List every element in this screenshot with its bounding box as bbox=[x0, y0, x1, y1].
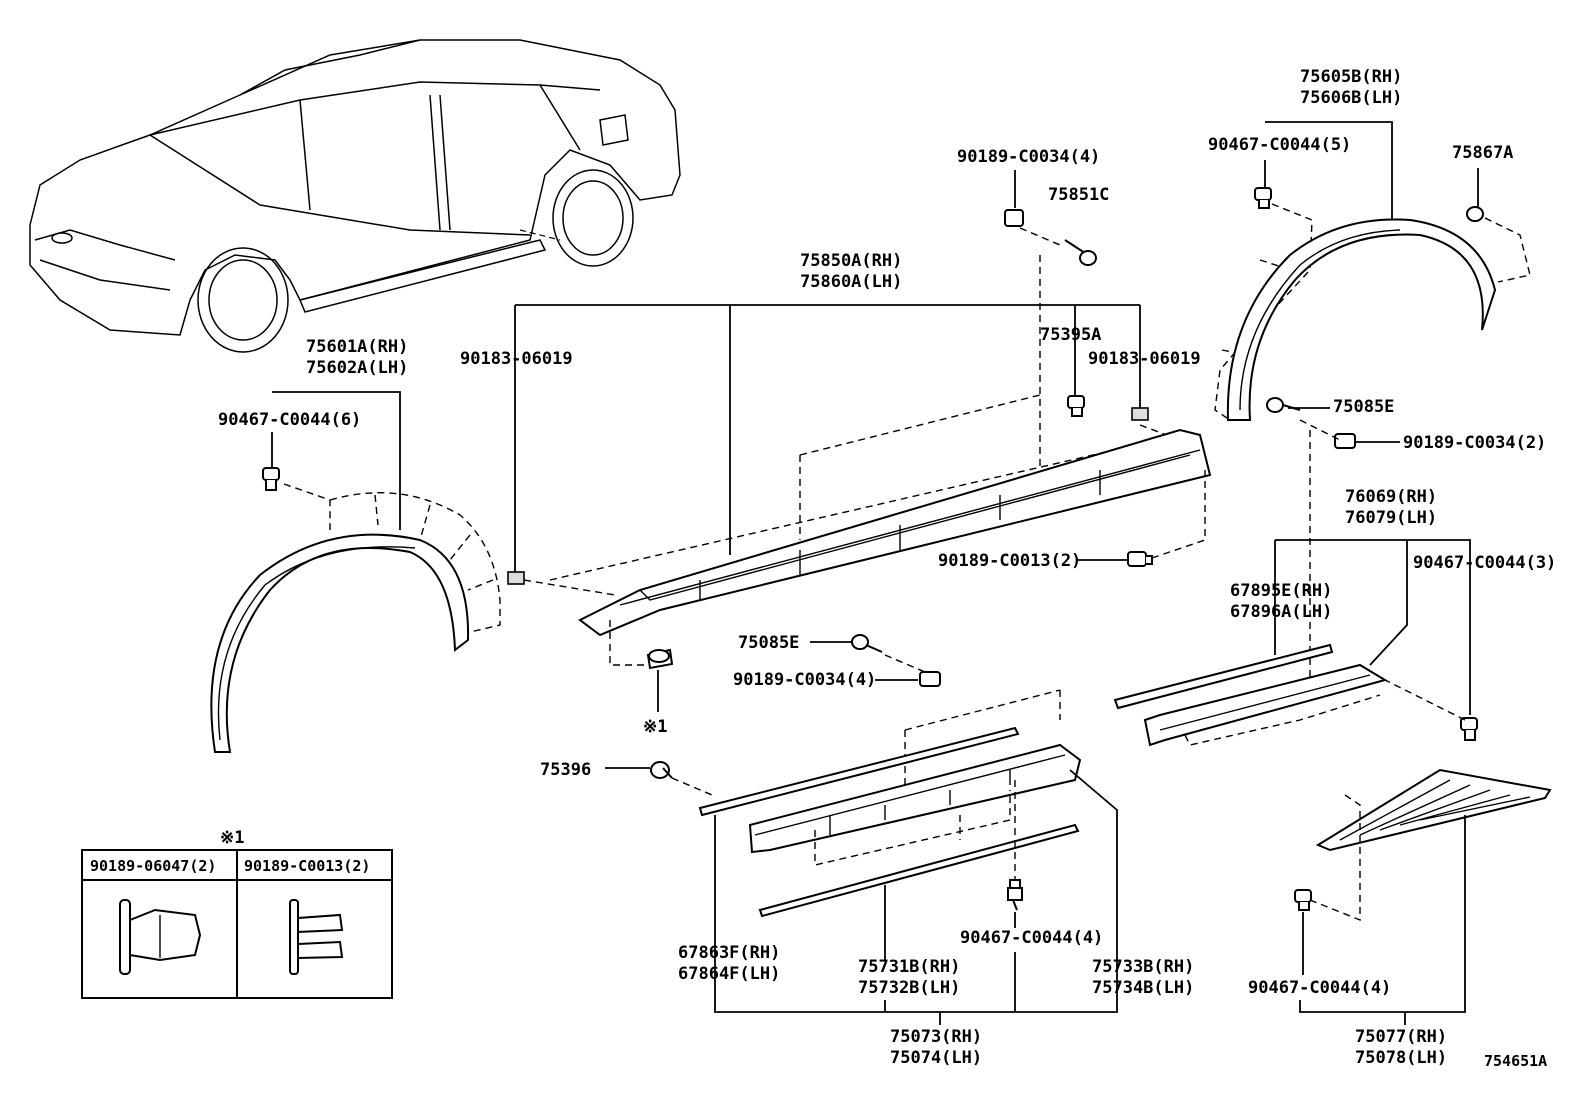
front-arch-lh-label: 75602A(LH) bbox=[306, 358, 408, 378]
rocker-bottom-clip-icon bbox=[1127, 551, 1153, 567]
rear-arch-clip-label: 90467-C0044(5) bbox=[1208, 135, 1351, 155]
door-strip-c-rh-label: 75733B(RH) bbox=[1092, 957, 1194, 977]
rear-screw-icon bbox=[1266, 397, 1301, 413]
rear-lower-clip-label: 90467-C0044(3) bbox=[1413, 553, 1556, 573]
rocker-note-mark: ※1 bbox=[643, 717, 667, 737]
rear-lower-strip-part bbox=[1113, 643, 1334, 710]
rocker-fastener-label: 75395A bbox=[1040, 325, 1101, 345]
rear-arch-lh-label: 75606B(LH) bbox=[1300, 88, 1402, 108]
rear-nut-clip-label: 90189-C0034(2) bbox=[1403, 433, 1546, 453]
rear-lower-molding-part bbox=[1143, 663, 1388, 747]
rocker-left-clip-label: 90183-06019 bbox=[460, 349, 573, 369]
rocker-nut-clip-icon bbox=[1004, 209, 1024, 227]
door-strip-a-part bbox=[698, 726, 1020, 817]
door-assy-lh-label: 75074(LH) bbox=[890, 1048, 982, 1068]
rear-screw-label: 75085E bbox=[1333, 397, 1394, 417]
rocker-right-clip-label: 90183-06019 bbox=[1088, 349, 1201, 369]
door-fastener-label: 75396 bbox=[540, 760, 591, 780]
door-clip-label: 90467-C0044(4) bbox=[960, 928, 1103, 948]
legend-col-2-label: 90189-C0013(2) bbox=[244, 857, 370, 875]
car-illustration bbox=[29, 39, 681, 353]
rocker-rh-label: 75850A(RH) bbox=[800, 251, 902, 271]
door-strip-b-part bbox=[758, 823, 1080, 918]
door-strip-b-rh-label: 75731B(RH) bbox=[858, 957, 960, 977]
door-screw-icon bbox=[851, 634, 883, 653]
door-strip-a-lh-label: 67864F(LH) bbox=[678, 964, 780, 984]
rocker-molding-part bbox=[578, 428, 1212, 637]
front-arch-clip-icon bbox=[262, 467, 280, 491]
front-arch-clip-label: 90467-C0044(6) bbox=[218, 410, 361, 430]
rocker-nut-clip-label: 90189-C0034(4) bbox=[957, 147, 1100, 167]
door-strip-a-rh-label: 67863F(RH) bbox=[678, 943, 780, 963]
legend-table: ※1 90189-06047(2) 90189-C0013(2) bbox=[81, 828, 393, 999]
rocker-left-clip-icon bbox=[507, 571, 525, 585]
door-nut-clip-icon bbox=[919, 671, 941, 687]
rocker-bottom-clip-label: 90189-C0013(2) bbox=[938, 551, 1081, 571]
rocker-right-clip-icon bbox=[1131, 407, 1149, 421]
door-fastener-icon bbox=[650, 761, 673, 779]
rear-arch-fastener-icon bbox=[1466, 206, 1484, 222]
rocker-note-clip-icon bbox=[646, 648, 674, 670]
rear-door-clip-label: 90467-C0044(4) bbox=[1248, 978, 1391, 998]
rear-lower-molding-group: 76069(RH) 76079(LH) 67895E(RH) 67896A(LH… bbox=[1113, 487, 1556, 747]
legend-clip-b-icon bbox=[289, 899, 344, 975]
rear-lower-strip-rh-label: 67895E(RH) bbox=[1230, 581, 1332, 601]
rear-lower-lh-label: 76079(LH) bbox=[1345, 508, 1437, 528]
rear-nut-clip-icon bbox=[1334, 433, 1356, 449]
door-molding-group: 75085E 90189-C0034(4) 75396 bbox=[540, 633, 1194, 1068]
rocker-screw-icon bbox=[1064, 239, 1097, 266]
rear-lower-strip-lh-label: 67896A(LH) bbox=[1230, 602, 1332, 622]
front-arch-rh-label: 75601A(RH) bbox=[306, 337, 408, 357]
rear-door-assy-lh-label: 75078(LH) bbox=[1355, 1048, 1447, 1068]
rear-lower-rh-label: 76069(RH) bbox=[1345, 487, 1437, 507]
diagram-id: 754651A bbox=[1484, 1052, 1547, 1070]
front-wheel-arch-group: 75601A(RH) 75602A(LH) 90467-C0044(6) bbox=[210, 337, 501, 753]
rear-wheel-arch-group: 75605B(RH) 75606B(LH) 90467-C0044(5) 758… bbox=[1208, 67, 1546, 700]
rear-wheel-arch-part bbox=[1226, 218, 1497, 421]
rear-arch-clip-icon bbox=[1254, 187, 1272, 209]
door-screw-label: 75085E bbox=[738, 633, 799, 653]
door-strip-b-lh-label: 75732B(LH) bbox=[858, 978, 960, 998]
front-wheel-arch-part bbox=[210, 533, 470, 753]
rocker-molding-group: 75850A(RH) 75860A(LH) 90183-06019 90183-… bbox=[460, 147, 1212, 737]
door-clip-icon bbox=[1007, 879, 1023, 911]
rocker-screw-label: 75851C bbox=[1048, 185, 1109, 205]
legend-mark: ※1 bbox=[220, 828, 244, 848]
rocker-fastener-icon bbox=[1067, 395, 1085, 417]
door-strip-c-lh-label: 75734B(LH) bbox=[1092, 978, 1194, 998]
rocker-lh-label: 75860A(LH) bbox=[800, 272, 902, 292]
legend-clip-a-icon bbox=[119, 899, 202, 975]
rear-lower-clip-icon bbox=[1460, 717, 1478, 741]
door-assy-rh-label: 75073(RH) bbox=[890, 1027, 982, 1047]
rear-arch-rh-label: 75605B(RH) bbox=[1300, 67, 1402, 87]
rear-door-clip-icon bbox=[1294, 889, 1312, 911]
rear-door-group: 90467-C0044(4) 75077(RH) 75078(LH) bbox=[1248, 768, 1552, 1068]
rear-door-assy-rh-label: 75077(RH) bbox=[1355, 1027, 1447, 1047]
door-nut-clip-label: 90189-C0034(4) bbox=[733, 670, 876, 690]
legend-col-1-label: 90189-06047(2) bbox=[90, 857, 216, 875]
rear-arch-fastener-label: 75867A bbox=[1452, 143, 1513, 163]
